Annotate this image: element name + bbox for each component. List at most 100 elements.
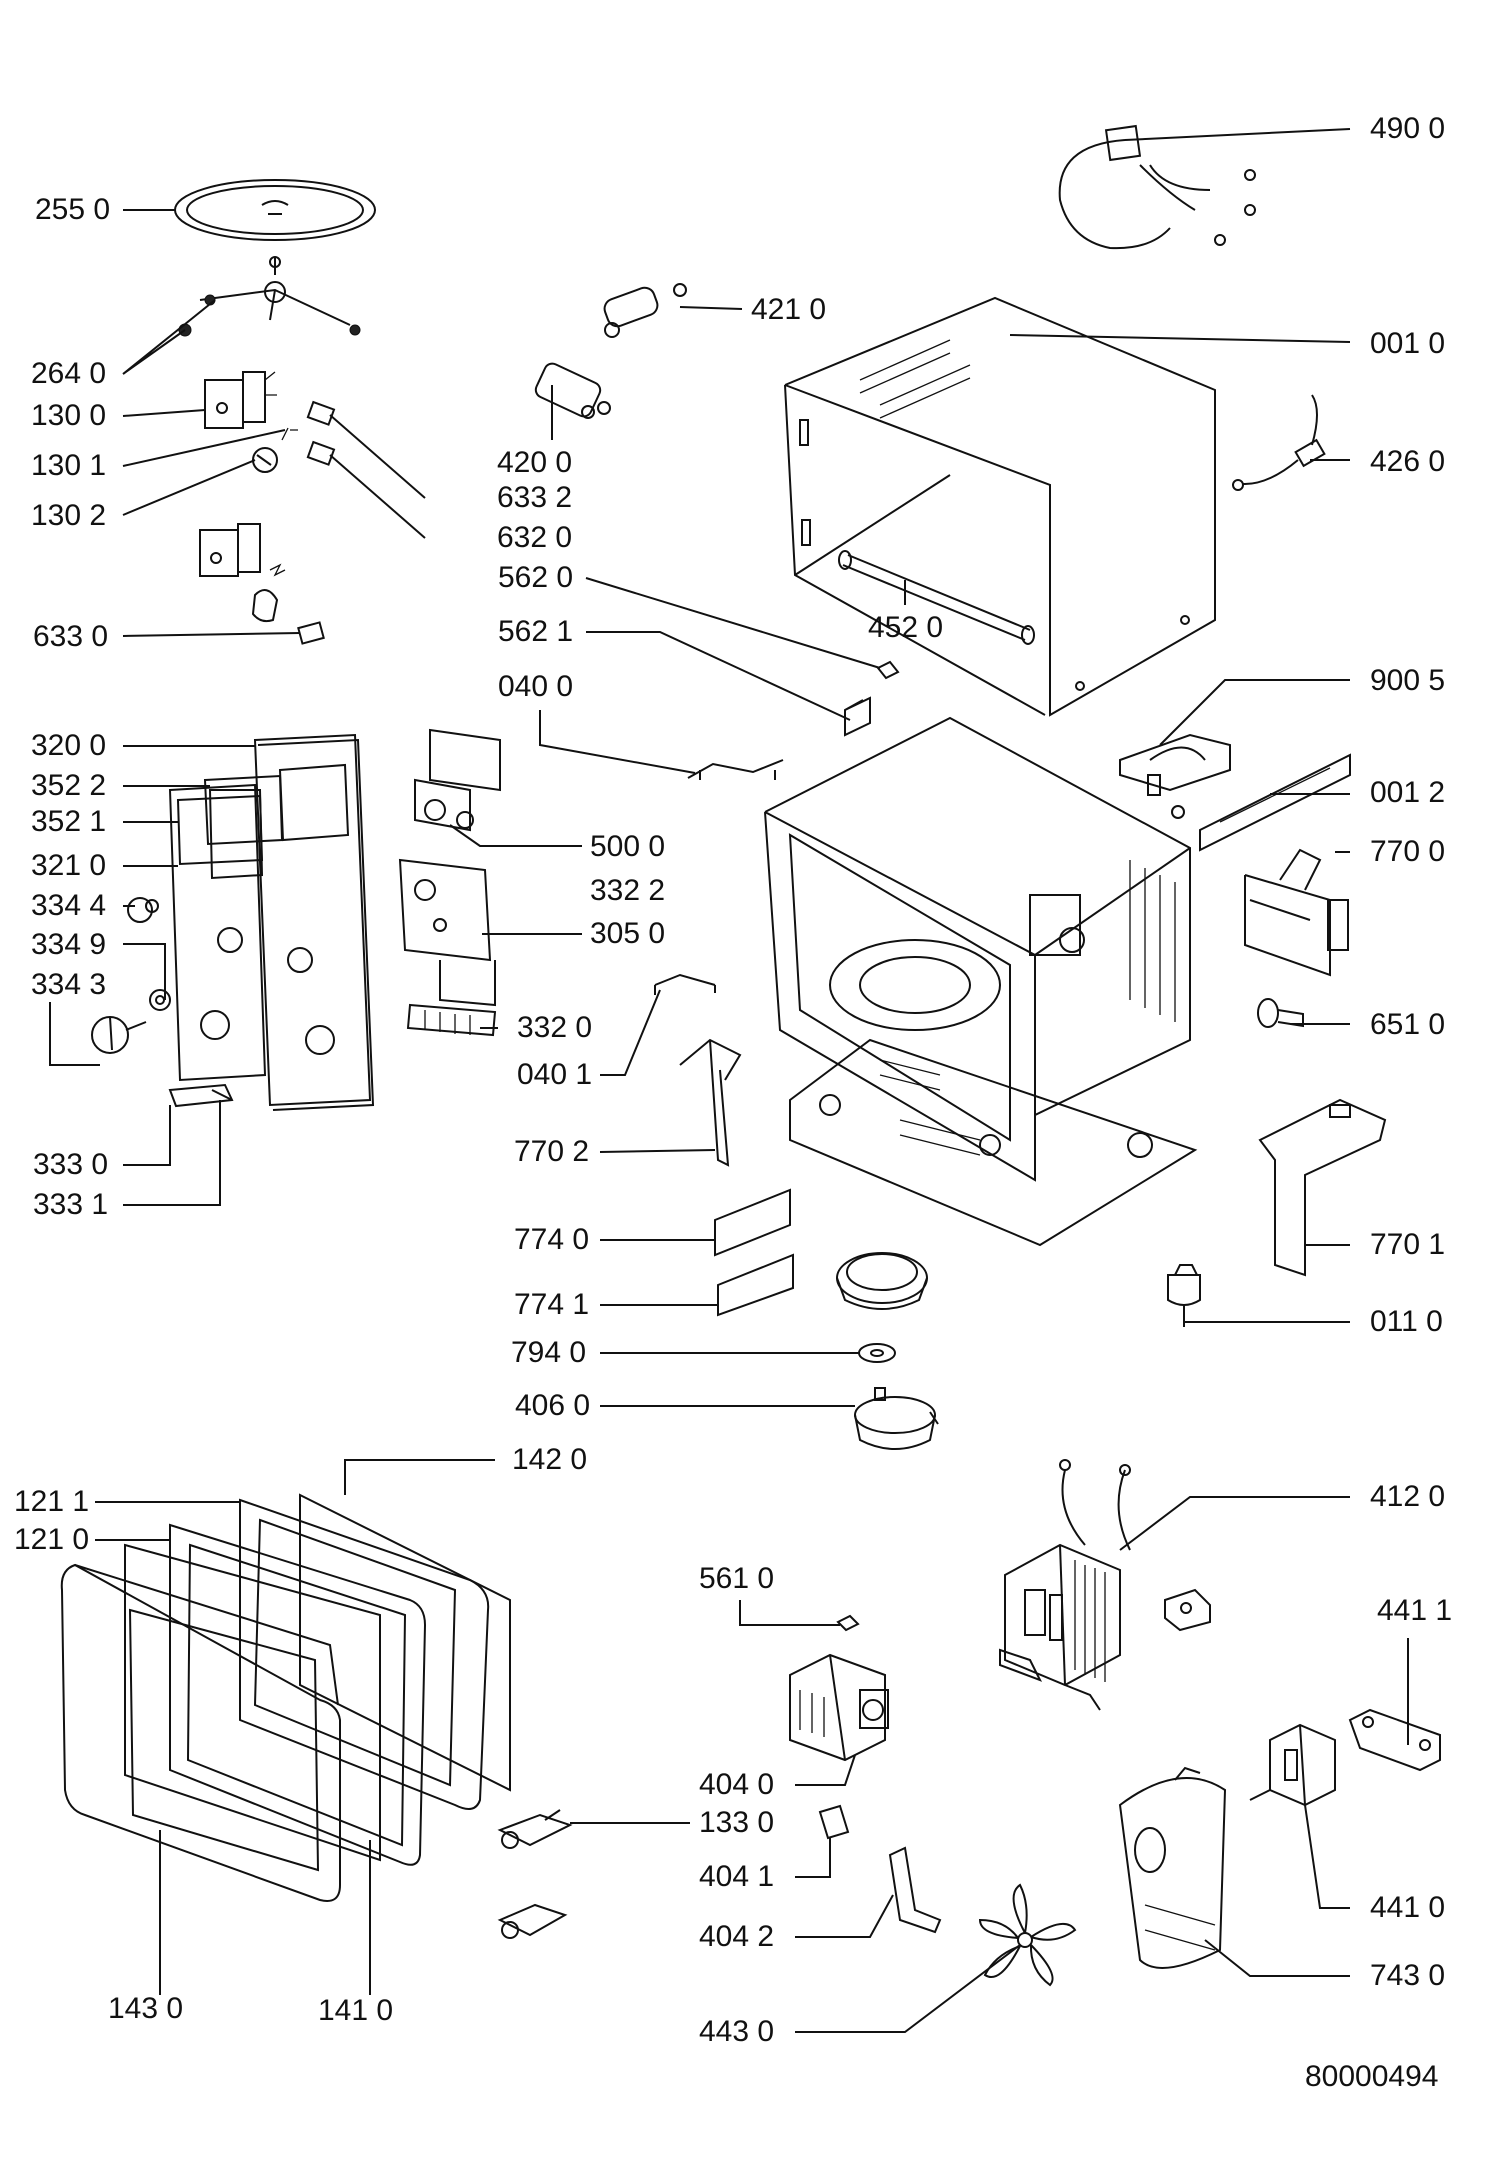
callout-001-0: 001 0 xyxy=(1370,327,1446,360)
callout-421-0: 421 0 xyxy=(751,293,827,326)
switch-block-lower-part xyxy=(199,523,286,577)
mica-cover-lower-part xyxy=(717,1253,794,1317)
callout-334-3: 334 3 xyxy=(31,968,107,1001)
switch-block-part xyxy=(204,371,277,429)
callout-332-0: 332 0 xyxy=(517,1011,593,1044)
callout-426-0: 426 0 xyxy=(1370,445,1446,478)
callout-633-2: 633 2 xyxy=(497,481,573,514)
timer-module-part xyxy=(414,728,501,832)
connector-strip-part xyxy=(406,1003,497,1037)
callout-130-0: 130 0 xyxy=(31,399,107,432)
callout-334-9: 334 9 xyxy=(31,928,107,961)
rod-part xyxy=(687,759,784,780)
callout-562-0: 562 0 xyxy=(498,561,574,594)
magnetron-part xyxy=(789,1653,889,1762)
callout-001-2: 001 2 xyxy=(1370,776,1446,809)
callout-770-0: 770 0 xyxy=(1370,835,1446,868)
callout-404-2: 404 2 xyxy=(699,1920,775,1953)
switch-lever-part xyxy=(251,447,279,623)
callout-774-1: 774 1 xyxy=(514,1288,590,1321)
callout-404-0: 404 0 xyxy=(699,1768,775,1801)
capacitor-part xyxy=(534,362,611,419)
callout-333-0: 333 0 xyxy=(33,1148,109,1181)
callout-011-0: 011 0 xyxy=(1370,1305,1443,1338)
push-button-part xyxy=(168,1083,234,1108)
heater-reflector-part xyxy=(1171,753,1351,852)
rubber-foot-part xyxy=(1164,1588,1211,1632)
callout-320-0: 320 0 xyxy=(31,729,107,762)
callout-770-1: 770 1 xyxy=(1370,1228,1446,1261)
door-front-part xyxy=(60,1563,341,1902)
roller-support-part xyxy=(178,256,361,337)
panel-overlay-part xyxy=(176,774,284,866)
door-glass-inner-part xyxy=(124,1543,381,1862)
heater-tube-part xyxy=(838,550,1035,645)
cavity-base-part xyxy=(789,1038,1198,1247)
door-latch-lower-part xyxy=(497,1903,568,1939)
control-knob-large-part xyxy=(91,1016,147,1054)
callout-561-0: 561 0 xyxy=(699,1562,775,1595)
callout-040-1: 040 1 xyxy=(517,1058,593,1091)
callout-452-0: 452 0 xyxy=(868,611,944,644)
callout-142-0: 142 0 xyxy=(512,1443,588,1476)
leader-lines xyxy=(49,128,1409,2033)
callout-420-0: 420 0 xyxy=(497,446,573,479)
callout-900-5: 900 5 xyxy=(1370,664,1446,697)
magnetron-gasket-part xyxy=(818,1804,850,1840)
door-latch-part xyxy=(497,1809,573,1849)
callout-412-0: 412 0 xyxy=(1370,1480,1446,1513)
clamp-bracket-part xyxy=(1119,733,1231,796)
mica-cover-upper-part xyxy=(714,1188,791,1257)
bracket-040-1-part xyxy=(654,973,716,995)
small-switch-parts xyxy=(281,400,336,645)
callout-562-1: 562 1 xyxy=(498,615,574,648)
control-knob-small-part xyxy=(127,897,159,923)
fan-duct-part xyxy=(1118,1766,1227,1969)
encoder-gear-part xyxy=(149,989,171,1011)
lamp-part xyxy=(1257,998,1304,1028)
callout-133-0: 133 0 xyxy=(699,1806,775,1839)
callout-770-2: 770 2 xyxy=(514,1135,590,1168)
callout-441-1: 441 1 xyxy=(1377,1594,1453,1627)
callout-333-1: 333 1 xyxy=(33,1188,109,1221)
callout-632-0: 632 0 xyxy=(497,521,573,554)
callout-441-0: 441 0 xyxy=(1370,1891,1446,1924)
callout-404-1: 404 1 xyxy=(699,1860,775,1893)
bracket-404-2-part xyxy=(888,1846,942,1934)
callout-141-0: 141 0 xyxy=(318,1994,394,2027)
callout-334-4: 334 4 xyxy=(31,889,107,922)
callout-406-0: 406 0 xyxy=(515,1389,591,1422)
callout-774-0: 774 0 xyxy=(514,1223,590,1256)
transformer-part xyxy=(999,1459,1131,1711)
thermal-fuse-part xyxy=(1232,394,1326,491)
bracket-clip-part xyxy=(844,696,871,737)
callout-332-2: 332 2 xyxy=(590,874,666,907)
callout-321-0: 321 0 xyxy=(31,849,107,882)
callout-633-0: 633 0 xyxy=(33,620,109,653)
fan-bracket-part xyxy=(1348,1708,1441,1772)
callout-743-0: 743 0 xyxy=(1370,1959,1446,1992)
callout-143-0: 143 0 xyxy=(108,1992,184,2025)
screw-clip-part xyxy=(836,1614,860,1632)
callout-040-0: 040 0 xyxy=(498,670,574,703)
thermal-sensor-part xyxy=(1167,1264,1201,1327)
callout-264-0: 264 0 xyxy=(31,357,107,390)
door-seal-frame-part xyxy=(239,1498,490,1810)
fan-motor-part xyxy=(1249,1723,1336,1807)
callout-651-0: 651 0 xyxy=(1370,1008,1446,1041)
bearing-ring-part xyxy=(836,1252,928,1310)
control-board-part xyxy=(398,858,496,1007)
turntable-tray-part xyxy=(174,179,376,241)
power-cord-part xyxy=(1058,124,1256,250)
callout-130-1: 130 1 xyxy=(31,449,107,482)
control-panel-plate-part xyxy=(168,783,267,1082)
clip-part xyxy=(876,660,900,680)
bracket-770-2-part xyxy=(679,1038,742,1167)
callout-352-1: 352 1 xyxy=(31,805,107,838)
capacitor-small-part xyxy=(603,283,687,338)
callout-443-0: 443 0 xyxy=(699,2015,775,2048)
callout-500-0: 500 0 xyxy=(590,830,666,863)
oven-cavity-part xyxy=(764,716,1191,1182)
callout-121-0: 121 0 xyxy=(14,1523,90,1556)
callout-305-0: 305 0 xyxy=(590,917,666,950)
